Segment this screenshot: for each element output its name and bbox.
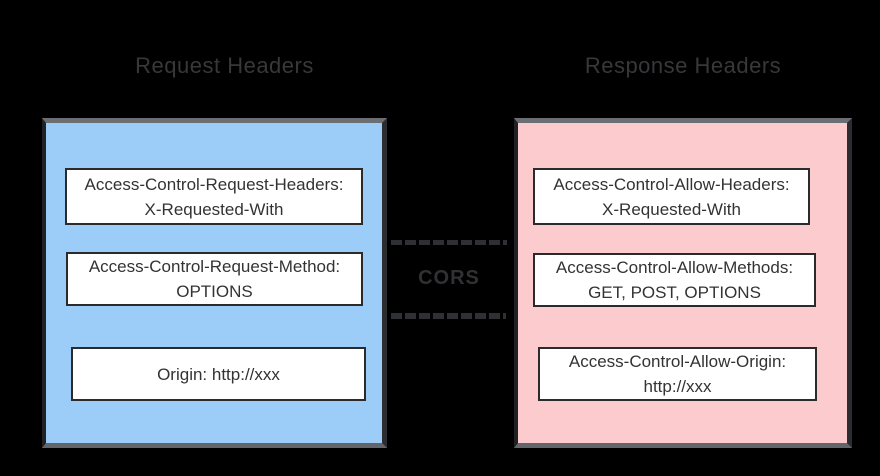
header-value: http://xxx (643, 377, 712, 396)
header-name: Access-Control-Request-Headers: (84, 174, 344, 194)
request-header-box-origin: Origin: http://xxx (71, 347, 366, 401)
header-value: GET, POST, OPTIONS (588, 283, 761, 302)
response-header-box-access-control-allow-methods: Access-Control-Allow-Methods: GET, POST,… (533, 253, 816, 307)
response-header-box-access-control-allow-origin: Access-Control-Allow-Origin: http://xxx (538, 347, 817, 401)
header-name: Access-Control-Allow-Headers: (553, 174, 790, 194)
header-name: Origin: http://xxx (157, 364, 280, 384)
header-value: X-Requested-With (602, 199, 741, 219)
request-header-box-access-control-request-headers: Access-Control-Request-Headers: X-Reques… (65, 168, 363, 225)
request-headers-title: Request Headers (135, 53, 314, 78)
header-value: OPTIONS (176, 282, 253, 301)
header-value: X-Requested-With (144, 199, 284, 219)
header-name: Access-Control-Allow-Methods: (555, 258, 794, 277)
cors-label: CORS (418, 267, 480, 289)
response-headers-title: Response Headers (584, 53, 782, 78)
header-name: Access-Control-Allow-Origin: (568, 352, 787, 371)
connector-dashed-line-bottom (391, 313, 506, 319)
response-header-box-access-control-allow-headers: Access-Control-Allow-Headers: X-Requeste… (533, 168, 810, 225)
response-headers-panel: Access-Control-Allow-Headers: X-Requeste… (514, 118, 852, 448)
header-name: Access-Control-Request-Method: (88, 257, 341, 276)
connector-dashed-line-top (391, 240, 507, 245)
request-headers-panel: Access-Control-Request-Headers: X-Reques… (42, 118, 387, 448)
request-header-box-access-control-request-method: Access-Control-Request-Method: OPTIONS (66, 252, 363, 306)
